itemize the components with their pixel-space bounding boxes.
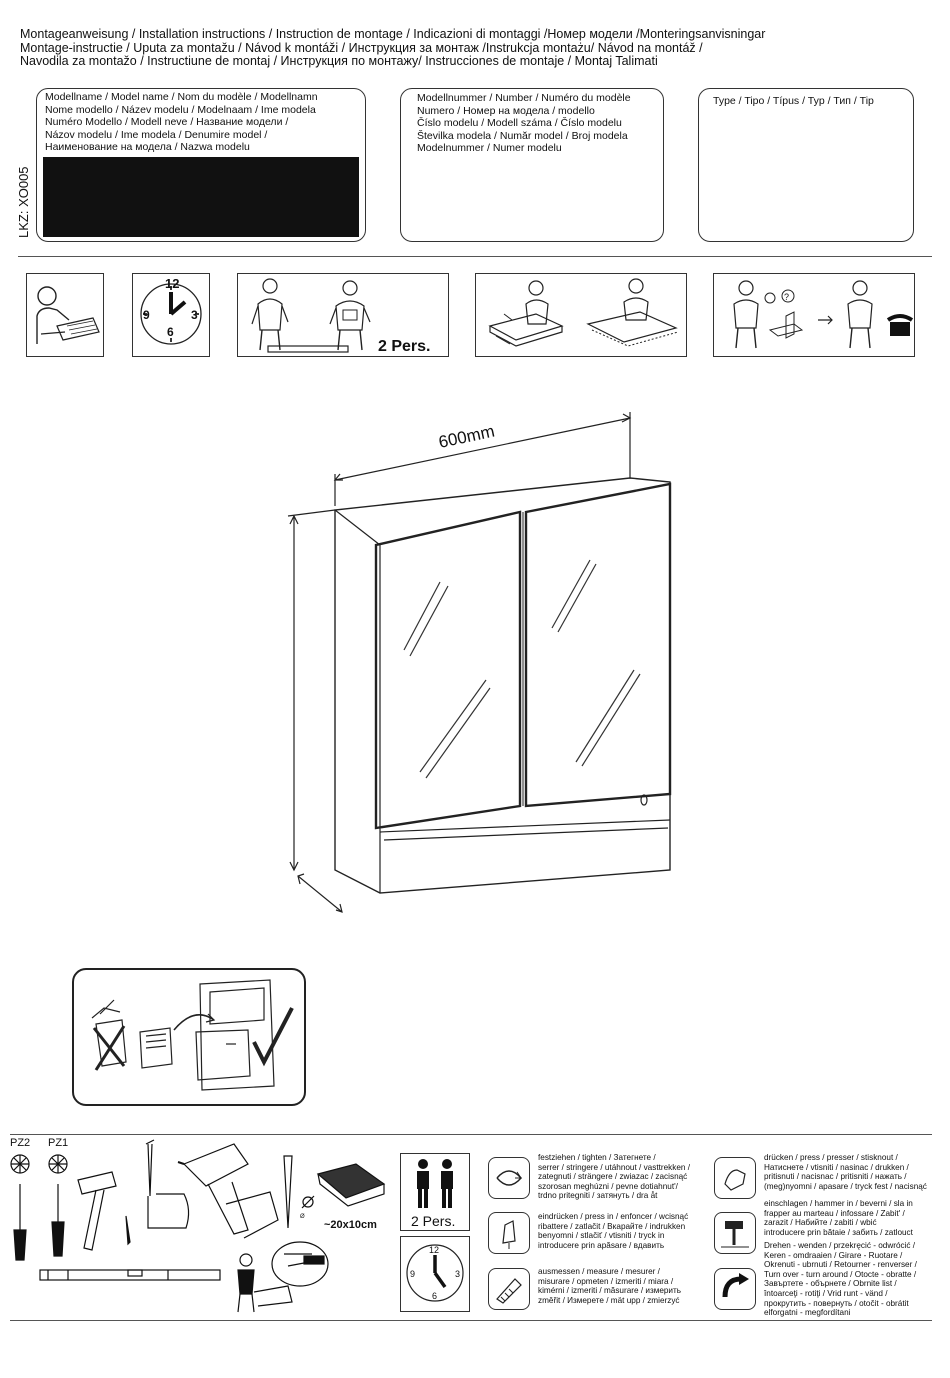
board-size-label: ~20x10cm bbox=[324, 1219, 377, 1231]
legend-line: Turn over - turn around / Otocte - obrat… bbox=[764, 1269, 917, 1279]
model-number-line: Modelnummer / Numer modelu bbox=[417, 142, 562, 155]
legend-line: benyomni / stlačiť / vtisniti / tryck in bbox=[538, 1231, 665, 1241]
legend-line: kimérni / izmeriti / măsurare / измерить bbox=[538, 1286, 682, 1296]
legend-line: Завъртете - обърнете / Obrnite list / bbox=[764, 1279, 897, 1289]
model-name-line: Numéro Modello / Modell neve / Название … bbox=[45, 116, 289, 129]
legend-line: Okrenuti - ubrnuti / Retourner - renvers… bbox=[764, 1260, 917, 1270]
two-persons-icon: 2 Pers. bbox=[400, 1153, 470, 1231]
legend-line: introducere prin apăsare / вдавить bbox=[538, 1240, 665, 1250]
tighten-text: festziehen / tighten / Затегнете / serre… bbox=[538, 1153, 690, 1201]
header-line-1: Montageanweisung / Installation instruct… bbox=[20, 27, 766, 41]
document-header: Montageanweisung / Installation instruct… bbox=[20, 27, 940, 69]
clock-number: 6 bbox=[167, 325, 174, 339]
legend-line: změřit / Измерете / mät upp / zmierzyć bbox=[538, 1295, 680, 1305]
legend-line: ausmessen / measure / mesurer / bbox=[538, 1267, 660, 1276]
press-in-text: eindrücken / press in / enfoncer / wcisn… bbox=[538, 1212, 688, 1250]
model-number-box: Modellnummer / Number / Numéro du modèle… bbox=[400, 88, 664, 242]
model-name-line: Nome modello / Název modelu / Modelnaam … bbox=[45, 103, 316, 116]
model-number-line: Številka modela / Număr model / Broj mod… bbox=[417, 129, 628, 142]
legend-line: pritisnuti / nacisnac / pritisniti / наж… bbox=[764, 1172, 907, 1182]
legend-line: zarazit / Набийте / zabiti / wbić bbox=[764, 1218, 877, 1228]
clock-number: 6 bbox=[432, 1291, 437, 1301]
pz2-label: PZ2 bbox=[10, 1137, 30, 1149]
legend-line: întoarceţi - rotiţi / Vrid runt - vänd / bbox=[764, 1288, 888, 1298]
clock-number: 9 bbox=[410, 1269, 415, 1279]
diameter-symbol: Ø bbox=[300, 1214, 305, 1220]
divider bbox=[18, 256, 932, 257]
divider bbox=[10, 1134, 932, 1135]
clock-icon: 12 3 6 9 bbox=[132, 273, 210, 357]
turn-over-icon bbox=[714, 1268, 756, 1310]
model-number-line: Numero / Номер на модела / modello bbox=[417, 104, 595, 117]
two-person-carry-icon: 2 Pers. bbox=[237, 273, 449, 357]
legend-line: zategnuti / strängere / zwiazac / zacisn… bbox=[538, 1172, 688, 1182]
persons-label: 2 Pers. bbox=[411, 1213, 455, 1229]
tighten-icon bbox=[488, 1157, 530, 1199]
legend-line: szorosan meghúzni / pevne dotiahnut'/ bbox=[538, 1181, 678, 1191]
clock-number: 9 bbox=[143, 308, 150, 322]
model-name-line: Наименование на модела / Nazwa modelu bbox=[45, 141, 250, 154]
turn-over-text: Drehen - wenden / przekręcić - odwrócić … bbox=[764, 1241, 917, 1318]
press-in-icon bbox=[488, 1212, 530, 1254]
unpack-icon bbox=[475, 273, 687, 357]
type-box: Type / Tipo / Típus / Typ / Тип / Tip bbox=[698, 88, 914, 242]
legend-line: (meg)nyomni / apasare / tryck fest / nac… bbox=[764, 1181, 927, 1191]
storage-guide-box bbox=[72, 968, 306, 1106]
lkz-label: LKZ: XO005 bbox=[16, 166, 31, 238]
legend-line: introducere prin bătaie / забить / zatlo… bbox=[764, 1227, 913, 1237]
header-line-3: Navodila za montažo / Instructiune de mo… bbox=[20, 54, 658, 68]
legend-line: прокрутить - повернуть / otočit - obráti… bbox=[764, 1298, 909, 1308]
press-text: drücken / press / presser / stisknout / … bbox=[764, 1153, 927, 1191]
reading-instructions-icon bbox=[26, 273, 104, 357]
measure-icon bbox=[488, 1268, 530, 1310]
type-label: Type / Tipo / Típus / Typ / Тип / Tip bbox=[713, 95, 874, 107]
model-name-box: Modellname / Model name / Nom du modèle … bbox=[36, 88, 366, 242]
clock-number: 3 bbox=[191, 308, 198, 322]
divider bbox=[10, 1320, 932, 1321]
legend-line: trdno pritegniti / затянуть / dra åt bbox=[538, 1191, 658, 1201]
press-icon bbox=[714, 1157, 756, 1199]
legend-line: festziehen / tighten / Затегнете / bbox=[538, 1153, 656, 1162]
measure-text: ausmessen / measure / mesurer / misurare… bbox=[538, 1267, 681, 1305]
clock-number: 12 bbox=[165, 276, 179, 291]
hammer-text: einschlagen / hammer in / beverni / sla … bbox=[764, 1199, 913, 1237]
legend-line: Keren - omdraaien / Girare - Ruotare / bbox=[764, 1250, 903, 1260]
legend-line: serrer / stringere / utáhnout / vasttrek… bbox=[538, 1162, 690, 1172]
tools-illustration: PZ2 PZ1 Ø ~20x10cm bbox=[8, 1136, 398, 1316]
model-number-line: Číslo modelu / Modell száma / Číslo mode… bbox=[417, 117, 622, 130]
model-number-line: Modellnummer / Number / Numéro du modèle bbox=[417, 92, 631, 104]
clock-number: 12 bbox=[429, 1245, 439, 1255]
persons-label: 2 Pers. bbox=[378, 338, 430, 355]
legend-line: eindrücken / press in / enfoncer / wcisn… bbox=[538, 1212, 689, 1221]
legend-line: elforgatni - megfordítani bbox=[764, 1308, 851, 1318]
legend-line: ribattere / zatlačit / Вкарайте / indruk… bbox=[538, 1221, 686, 1231]
width-dimension-label: 600mm bbox=[437, 422, 496, 452]
missing-parts-call-icon: ? bbox=[713, 273, 915, 357]
cabinet-drawing: 600mm bbox=[280, 400, 700, 920]
legend-line: einschlagen / hammer in / beverni / sla … bbox=[764, 1199, 913, 1208]
svg-text:?: ? bbox=[784, 292, 789, 302]
clock-icon: 12 3 6 9 bbox=[400, 1236, 470, 1312]
model-name-line: Modellname / Model name / Nom du modèle … bbox=[45, 91, 318, 103]
header-line-2: Montage-instructie / Uputa za montažu / … bbox=[20, 40, 703, 55]
legend-line: Натиснете / vtisniti / nasinac / drukken… bbox=[764, 1162, 909, 1172]
legend-line: misurare / opmeten / izmeriti / miara / bbox=[538, 1276, 674, 1286]
clock-number: 3 bbox=[455, 1269, 460, 1279]
model-name-line: Názov modelu / Ime modela / Denumire mod… bbox=[45, 128, 268, 141]
legend-line: Drehen - wenden / przekręcić - odwrócić … bbox=[764, 1241, 916, 1250]
pz1-label: PZ1 bbox=[48, 1137, 68, 1149]
legend-line: drücken / press / presser / stisknout / bbox=[764, 1153, 898, 1162]
legend-line: frapper au marteau / infossare / Zabit' … bbox=[764, 1208, 905, 1218]
hammer-icon bbox=[714, 1212, 756, 1254]
model-name-field bbox=[43, 157, 359, 237]
